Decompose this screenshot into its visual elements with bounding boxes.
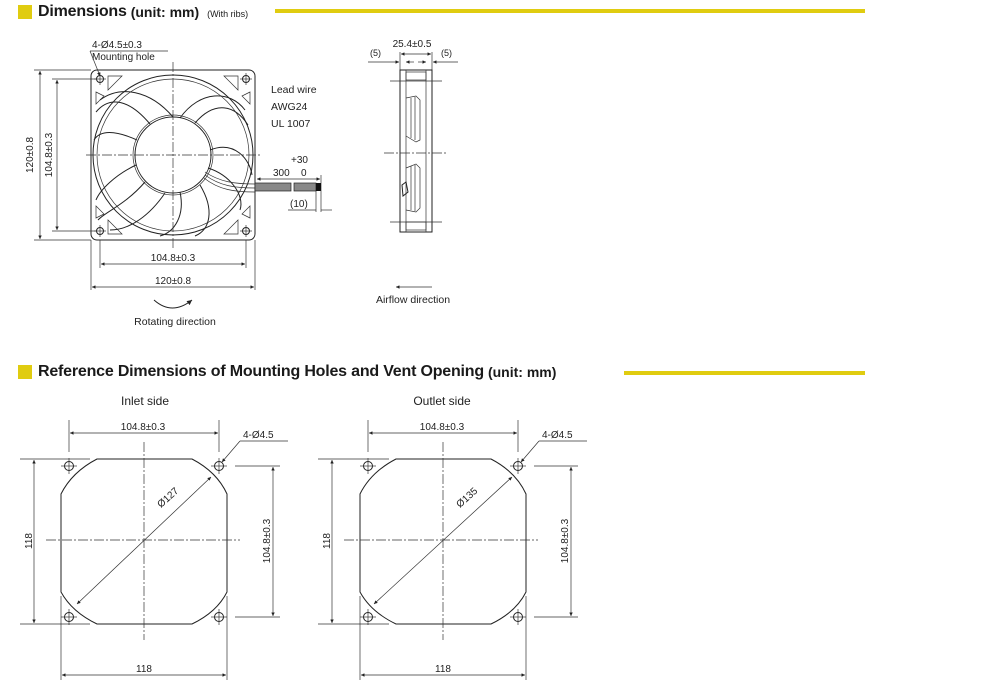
inlet-label: Inlet side [121,394,169,408]
outlet-vent-outline [359,458,527,625]
section-marker-icon [18,365,32,379]
lead-wire-label: Lead wire [271,84,317,96]
inlet-vent-outline [60,458,228,625]
outlet-width: 118 [435,664,451,675]
lead-wire-gauge: AWG24 [271,101,308,113]
dim-depth: 25.4±0.5 [393,39,432,50]
lead-length-tol-lower: 0 [301,168,307,179]
outlet-vent-diameter: Ø135 [455,486,481,511]
dim-width-hole-pitch: 104.8±0.3 [151,253,196,264]
inlet-hole-spec: 4-Ø4.5 [243,430,274,441]
section-reference-header: Reference Dimensions of Mounting Holes a… [18,363,556,381]
section-unit: (unit: mm) [130,4,200,20]
section-rule [275,9,865,13]
dim-width-outer: 120±0.8 [155,276,192,287]
fan-front-view: 4-Ø4.5±0.3 Mounting hole [25,40,262,328]
section-unit: (unit: mm) [487,364,557,380]
outlet-label: Outlet side [413,394,471,408]
inlet-vent-diameter: Ø127 [156,486,182,511]
mounting-hole-label: Mounting hole [92,52,155,63]
inlet-hole-pitch-v: 104.8±0.3 [262,518,273,563]
outlet-hole-pitch-h: 104.8±0.3 [420,422,465,433]
section-title: Dimensions [38,3,127,20]
section-rule [624,371,865,375]
inlet-height: 118 [24,533,35,549]
lead-wire-standard: UL 1007 [271,118,310,130]
outlet-hole-spec: 4-Ø4.5 [542,430,573,441]
lead-wire-callout: Lead wire AWG24 UL 1007 +30 300 0 (10) [254,84,332,212]
rotation-arrow-icon [153,299,193,309]
airflow-label: Airflow direction [376,294,450,306]
lead-strip-length: (10) [290,199,308,210]
lead-length: 300 [273,168,290,179]
dim-height-outer: 120±0.8 [25,137,36,174]
section-dimensions-header: Dimensions (unit: mm) (With ribs) [18,3,248,21]
outlet-hole-pitch-v: 104.8±0.3 [560,518,571,563]
dim-height-hole-pitch: 104.8±0.3 [44,132,55,177]
section-title: Reference Dimensions of Mounting Holes a… [38,363,484,380]
lead-length-tol-upper: +30 [291,155,308,166]
section-marker-icon [18,5,32,19]
mounting-hole-spec: 4-Ø4.5±0.3 [92,40,142,51]
mounting-hole-icon [360,458,526,625]
dim-left-offset: (5) [370,48,381,58]
inlet-hole-pitch-h: 104.8±0.3 [121,422,166,433]
inlet-width: 118 [136,664,152,675]
mounting-hole-icon [94,73,252,237]
mounting-hole-icon [61,458,227,625]
outlet-height: 118 [322,533,333,549]
outlet-side-drawing: Outlet side 104.8±0.3 4-Ø4.5 118 104.8±0… [318,394,587,680]
rotation-label: Rotating direction [134,316,216,328]
dim-right-offset: (5) [441,48,452,58]
fan-side-view: 25.4±0.5 (5) (5) Airflow direction [368,39,458,306]
section-note: (With ribs) [207,8,249,19]
inlet-side-drawing: Inlet side 104.8±0.3 4-Ø4.5 118 104.8±0.… [20,394,288,680]
